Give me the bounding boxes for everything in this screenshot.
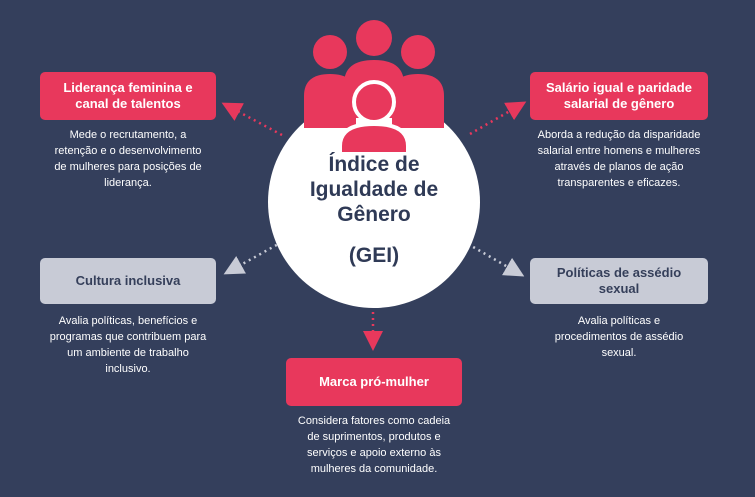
arrow-to-lideranca: [221, 102, 283, 137]
topic-box-salario: Salário igual e paridade salarial de gên…: [530, 72, 708, 120]
center-abbreviation: (GEI): [348, 244, 400, 267]
people-group-icon: [304, 20, 444, 156]
topic-box-cultura: Cultura inclusiva: [40, 258, 216, 304]
center-title-line: Gênero: [337, 203, 411, 226]
topic-box-assedio: Políticas de assédio sexual: [530, 258, 708, 304]
arrow-to-salario: [469, 101, 527, 136]
topic-desc-marca: Considera fatores como cadeia de suprime…: [297, 415, 451, 475]
topic-desc-lideranca: Mede o recrutamento, a retenção e o dese…: [54, 129, 202, 189]
topic-box-marca: Marca pró-mulher: [286, 358, 462, 406]
topic-title-cultura: Cultura inclusiva: [75, 273, 181, 288]
topic-desc-assedio: Avalia políticas e procedimentos de assé…: [554, 315, 684, 359]
topic-title-assedio: Políticas de assédio sexual: [556, 265, 682, 296]
topic-box-lideranca: Liderança feminina e canal de talentos: [40, 72, 216, 120]
topic-desc-salario: Aborda a redução da disparidade salarial…: [537, 129, 701, 189]
center-title-line: Índice de: [328, 153, 420, 176]
topic-title-salario: Salário igual e paridade salarial de gên…: [546, 80, 692, 111]
arrow-to-assedio: [467, 242, 525, 277]
topic-title-lideranca: Liderança feminina e canal de talentos: [63, 80, 193, 111]
center-title: Índice de Igualdade de Gênero: [268, 152, 480, 227]
topic-title-marca: Marca pró-mulher: [319, 374, 429, 389]
center-title-line: Igualdade de: [309, 178, 439, 201]
topic-desc-cultura: Avalia políticas, benefícios e programas…: [49, 315, 207, 375]
arrow-to-cultura: [223, 240, 283, 275]
